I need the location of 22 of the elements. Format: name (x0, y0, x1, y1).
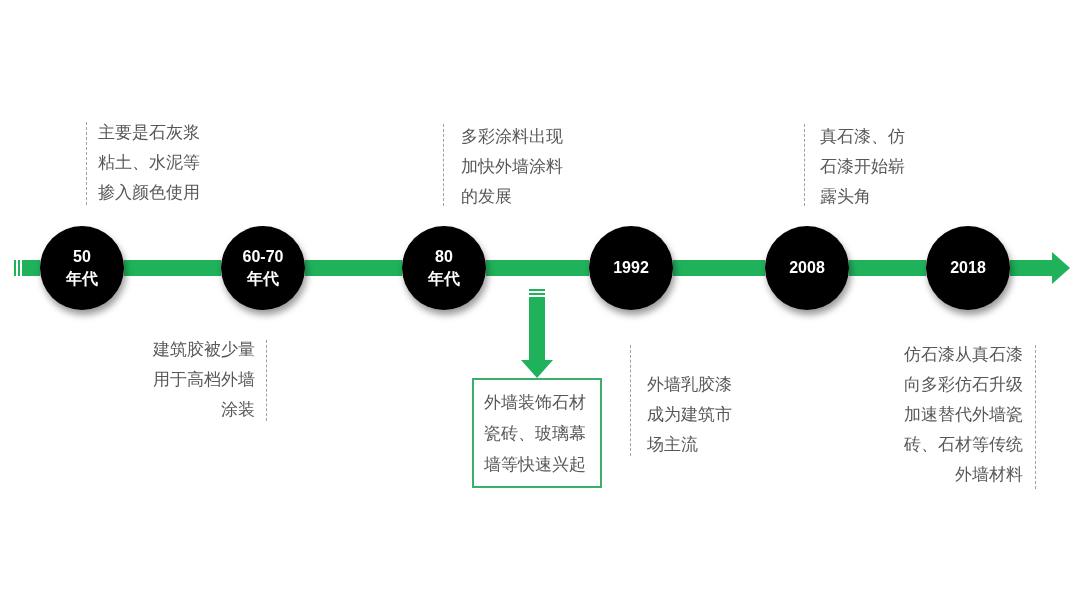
info-box (472, 378, 602, 488)
event-description: 主要是石灰浆粘土、水泥等掺入颜色使用 (98, 122, 201, 204)
arrow (1010, 252, 1070, 284)
year-label: 50 年代 (65, 247, 99, 289)
connector-bar (14, 260, 40, 276)
arrow (521, 289, 553, 378)
connector-bar (849, 260, 926, 276)
box-text: 外墙装饰石材瓷砖、玻璃幕墙等快速兴起 (484, 391, 587, 476)
event-description: 真石漆、仿石漆开始崭露头角 (820, 126, 906, 208)
event-description: 外墙乳胶漆成为建筑市场主流 (647, 374, 733, 456)
year-label: 2008 (788, 258, 826, 278)
connector-bar (673, 260, 765, 276)
event-description: 多彩涂料出现加快外墙涂料的发展 (461, 126, 564, 208)
event-description: 仿石漆从真石漆向多彩仿石升级加速替代外墙瓷砖、石材等传统外墙材料 (903, 344, 1023, 486)
connector-bar (124, 260, 221, 276)
year-label: 80 年代 (427, 247, 461, 289)
year-label: 60-70 年代 (241, 247, 285, 289)
year-label: 1992 (612, 258, 650, 278)
event-description: 建筑胶被少量用于高档外墙涂装 (152, 339, 255, 421)
connector-bar (305, 260, 402, 276)
connector-bar (486, 260, 589, 276)
year-label: 2018 (949, 258, 987, 278)
